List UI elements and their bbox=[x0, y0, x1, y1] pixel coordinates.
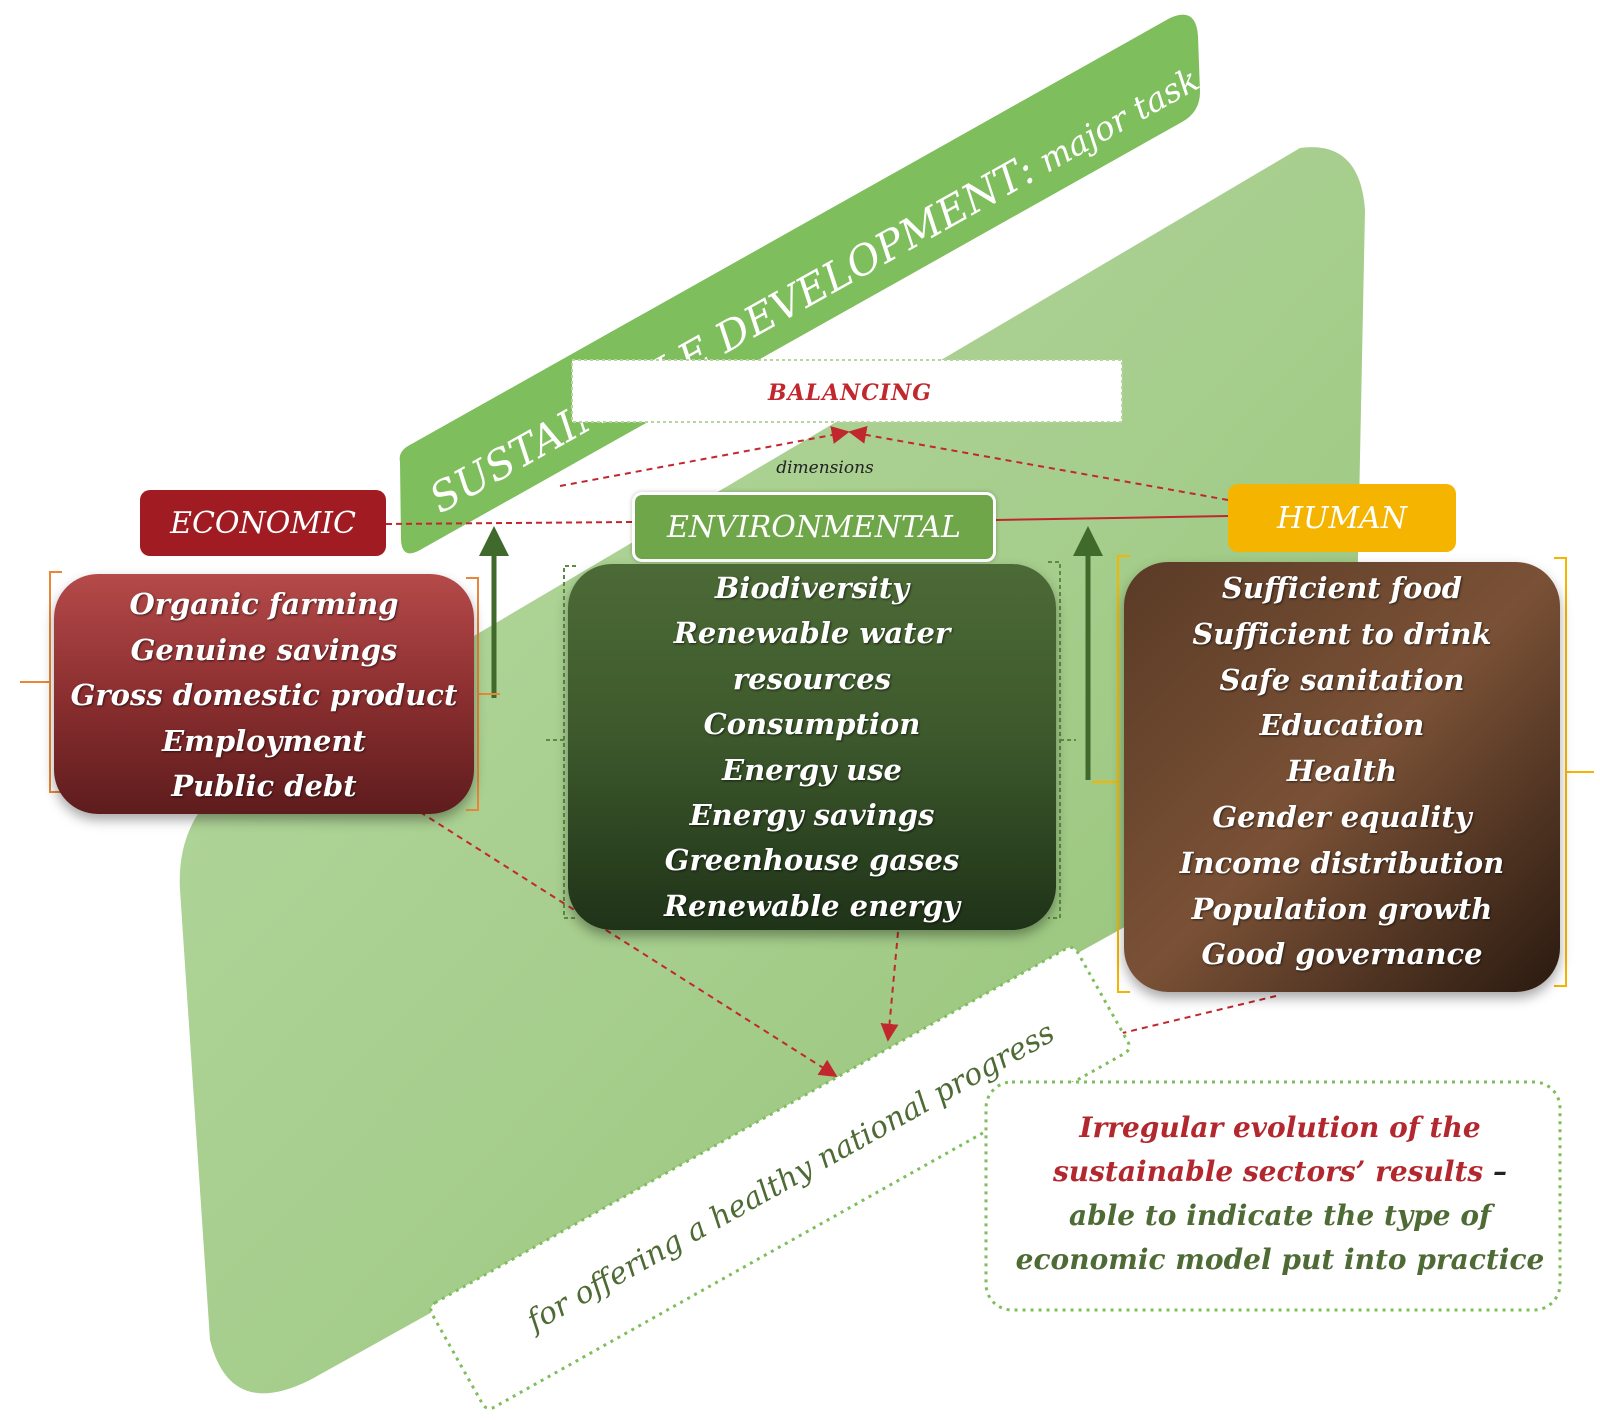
irregular-line-2: sustainable sectors’ results bbox=[1053, 1155, 1484, 1188]
arrow-econ-to-progress bbox=[419, 811, 838, 1077]
list-item: Sufficient to drink bbox=[1192, 616, 1492, 651]
list-item: Greenhouse gases bbox=[664, 843, 960, 878]
environmental-header: ENVIRONMENTAL bbox=[632, 492, 996, 562]
dimensions-label: dimensions bbox=[776, 458, 874, 478]
human-header: HUMAN bbox=[1228, 484, 1456, 552]
human-indicators-box: Sufficient food Sufficient to drink Safe… bbox=[1124, 562, 1560, 992]
list-item: Energy savings bbox=[689, 798, 935, 833]
economic-indicator-list: Organic farming Genuine savings Gross do… bbox=[54, 582, 474, 810]
list-item: Education bbox=[1259, 708, 1425, 743]
irregular-box bbox=[984, 1080, 1562, 1312]
list-item: Gender equality bbox=[1212, 799, 1472, 834]
environmental-header-label: ENVIRONMENTAL bbox=[667, 509, 961, 545]
list-item: Population growth bbox=[1191, 891, 1493, 926]
list-item: Energy use bbox=[721, 752, 902, 787]
list-item: Consumption bbox=[703, 707, 921, 742]
connector-econ-env bbox=[385, 521, 633, 525]
connector-env-hum bbox=[995, 515, 1229, 521]
human-indicator-list: Sufficient food Sufficient to drink Safe… bbox=[1124, 566, 1560, 978]
list-item: Income distribution bbox=[1179, 845, 1505, 880]
environmental-indicators-box: Biodiversity Renewable water resources C… bbox=[568, 564, 1056, 930]
arrow-env-to-balancing bbox=[559, 426, 850, 487]
balancing-box bbox=[571, 359, 1123, 423]
list-item: Health bbox=[1286, 754, 1398, 789]
arrow-hum-to-balancing bbox=[848, 426, 1229, 501]
bracket-environmental bbox=[544, 561, 1076, 919]
list-item: Organic farming bbox=[129, 587, 399, 621]
irregular-line-4: economic model put into practice bbox=[1015, 1243, 1545, 1276]
list-item: Gross domestic product bbox=[70, 678, 458, 712]
list-item: Good governance bbox=[1201, 937, 1483, 972]
list-item: Renewable water bbox=[673, 616, 951, 651]
irregular-line-1: Irregular evolution of the bbox=[1079, 1111, 1481, 1144]
arrow-env-to-progress bbox=[880, 931, 899, 1042]
environmental-indicator-list: Biodiversity Renewable water resources C… bbox=[568, 566, 1056, 929]
list-item: resources bbox=[732, 661, 892, 696]
irregular-dash: – bbox=[1483, 1155, 1507, 1188]
balancing-label: BALANCING bbox=[767, 380, 932, 406]
progress-box bbox=[429, 945, 1131, 1411]
list-item: Safe sanitation bbox=[1219, 662, 1465, 697]
economic-header: ECONOMIC bbox=[140, 490, 386, 556]
economic-indicators-box: Organic farming Genuine savings Gross do… bbox=[54, 574, 474, 814]
bracket-human bbox=[1092, 555, 1594, 993]
list-item: Renewable energy bbox=[663, 888, 961, 923]
irregular-evolution-text: Irregular evolution of the sustainable s… bbox=[996, 1106, 1564, 1282]
list-item: Biodiversity bbox=[714, 571, 910, 605]
human-header-label: HUMAN bbox=[1276, 500, 1408, 536]
list-item: Genuine savings bbox=[130, 632, 398, 667]
list-item: Employment bbox=[162, 723, 366, 758]
list-item: Public debt bbox=[171, 769, 357, 803]
irregular-line-3: able to indicate the type of bbox=[1068, 1199, 1492, 1232]
bracket-economic bbox=[20, 571, 500, 811]
economic-header-label: ECONOMIC bbox=[170, 505, 356, 541]
list-item: Sufficient food bbox=[1221, 571, 1463, 605]
